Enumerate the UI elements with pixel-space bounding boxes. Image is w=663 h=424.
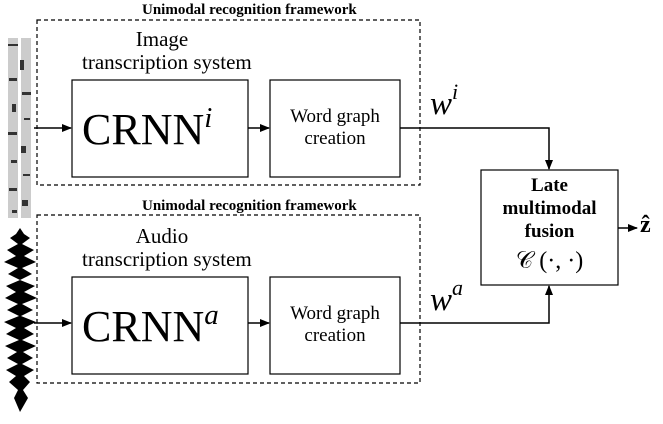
fusion-function-label: 𝒞 (·, ·) (515, 248, 584, 274)
crnn-audio-label: CRNNa (82, 299, 219, 354)
wa-symbol: w (430, 282, 453, 318)
late-fusion-label: Late multimodal fusion (481, 174, 618, 243)
audio-framework-frame (36, 214, 421, 384)
word-graph-image-label: Word graph creation (270, 106, 400, 150)
crnn-audio-base: CRNN (82, 302, 205, 351)
crnn-image-base: CRNN (82, 105, 205, 154)
audio-framework-title: Unimodal recognition framework (142, 198, 357, 214)
audio-system-label-line2: transcription system (82, 247, 252, 271)
wi-label: wi (430, 79, 458, 123)
word-graph-image-line1: Word graph (290, 106, 380, 127)
output-label: ẑ (640, 212, 651, 238)
word-graph-audio-line1: Word graph (290, 303, 380, 324)
wi-symbol: w (430, 86, 453, 122)
audio-waveform-icon (4, 228, 37, 412)
audio-system-label-line1: Audio (135, 224, 189, 248)
image-system-label-line1: Image (135, 27, 189, 51)
audio-system-label: Audio transcription system (82, 224, 252, 271)
late-fusion-line3: fusion (524, 221, 575, 242)
wa-sup: a (452, 275, 464, 300)
sheet-music-icon (8, 38, 31, 218)
crnn-audio-sup: a (204, 299, 219, 331)
late-fusion-line1: Late (531, 175, 568, 196)
late-fusion-line2: multimodal (502, 198, 597, 219)
word-graph-image-line2: creation (304, 128, 366, 149)
image-system-label-line2: transcription system (82, 50, 252, 74)
crnn-audio-box (71, 276, 249, 375)
word-graph-audio-label: Word graph creation (270, 303, 400, 347)
wi-sup: i (452, 79, 459, 104)
image-framework-title: Unimodal recognition framework (142, 2, 357, 18)
word-graph-audio-line2: creation (304, 325, 366, 346)
word-graph-audio-box (269, 276, 401, 375)
wa-to-fusion-arrow (400, 285, 553, 324)
image-system-label: Image transcription system (82, 27, 252, 74)
crnn-image-label: CRNNi (82, 102, 212, 157)
crnn-image-sup: i (204, 102, 213, 134)
wi-to-fusion-arrow (400, 127, 553, 170)
late-fusion-box (480, 169, 619, 286)
wa-label: wa (430, 275, 463, 319)
word-graph-image-box (269, 79, 401, 178)
image-framework-frame (36, 19, 421, 186)
